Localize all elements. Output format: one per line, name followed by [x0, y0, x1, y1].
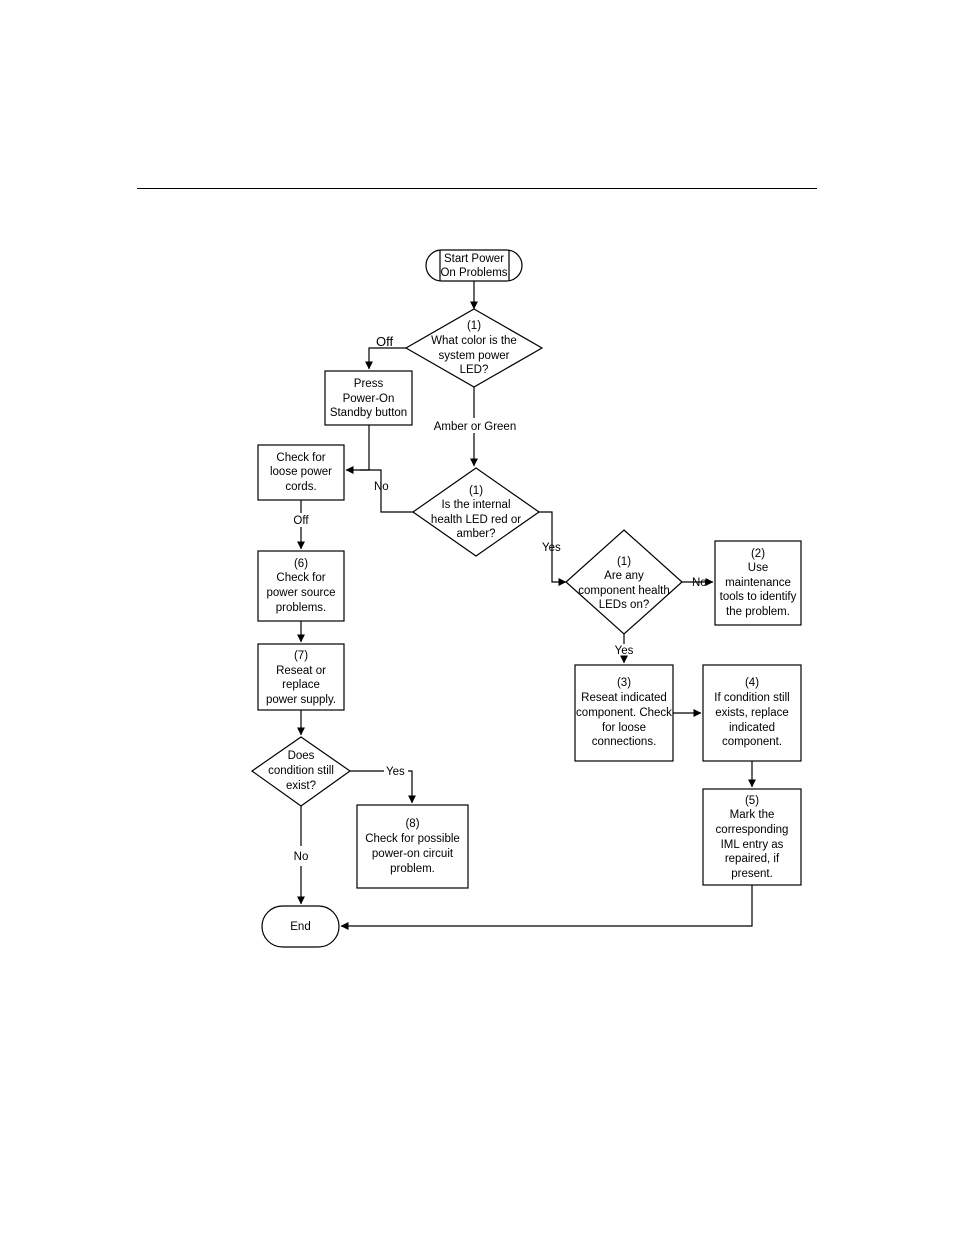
edge-q1-off	[365, 347, 406, 370]
mark-line-6: present.	[731, 868, 773, 880]
replace-line-2: If condition still	[714, 692, 789, 704]
q1-line-4: LED?	[460, 364, 489, 376]
q4-line-2: condition still	[268, 765, 334, 777]
process-reseat-component: (3) Reseat indicated component. Check fo…	[574, 664, 674, 762]
supply-line-3: replace	[282, 679, 320, 691]
cords-line-1: Check for	[276, 452, 325, 464]
process-reseat-power-supply: (7) Reseat or replace power supply.	[257, 643, 345, 711]
replace-line-1: (4)	[745, 677, 759, 689]
mark-line-4: IML entry as	[721, 839, 784, 851]
mark-line-5: repaired, if	[725, 853, 780, 865]
press-line-1: Press	[354, 378, 384, 390]
q3-line-3: component health	[578, 585, 669, 597]
edge-internal-no	[360, 469, 413, 513]
process-check-circuit: (8) Check for possible power-on circuit …	[356, 804, 469, 889]
header-rule	[137, 188, 817, 189]
q2-line-2: Is the internal	[441, 499, 510, 511]
source-line-4: problems.	[276, 602, 327, 614]
q1-line-1: (1)	[467, 320, 481, 332]
edge-internal-yes	[539, 511, 567, 586]
label-off-cords: Off	[293, 515, 309, 527]
maint-line-5: the problem.	[726, 606, 790, 618]
connectors	[297, 281, 756, 930]
supply-line-4: power supply.	[266, 694, 336, 706]
mark-line-3: corresponding	[716, 824, 789, 836]
source-line-3: power source	[266, 587, 335, 599]
supply-line-2: Reseat or	[276, 665, 326, 677]
process-press-power-button: Press Power-On Standby button	[324, 370, 413, 426]
start-terminal: Start Power On Problems	[425, 249, 523, 282]
label-no-condition: No	[294, 851, 309, 863]
label-off-top: Off	[376, 334, 393, 349]
cords-line-3: cords.	[285, 481, 316, 493]
supply-line-1: (7)	[294, 650, 308, 662]
reseat-line-4: for loose	[602, 722, 646, 734]
circuit-line-2: Check for possible	[365, 833, 460, 845]
replace-line-5: component.	[722, 736, 782, 748]
q3-line-1: (1)	[617, 556, 631, 568]
decision-led-color: (1) What color is the system power LED?	[404, 308, 544, 388]
maint-line-2: Use	[748, 562, 768, 574]
edge-condition-yes-2	[408, 770, 416, 804]
label-yes-condition: Yes	[386, 766, 405, 778]
cords-line-2: loose power	[270, 466, 332, 478]
process-check-cords: Check for loose power cords.	[257, 444, 345, 501]
q4-line-3: exist?	[286, 780, 316, 792]
q3-line-2: Are any	[604, 570, 644, 582]
q2-line-1: (1)	[469, 485, 483, 497]
q1-line-3: system power	[439, 350, 510, 362]
process-check-power-source: (6) Check for power source problems.	[257, 550, 345, 622]
q2-line-4: amber?	[457, 528, 496, 540]
label-no-internal: No	[374, 481, 389, 493]
press-line-2: Power-On	[343, 393, 395, 405]
q1-line-2: What color is the	[431, 335, 517, 347]
start-line-2: On Problems	[440, 267, 507, 279]
maint-line-3: maintenance	[725, 577, 791, 589]
edge-mark-to-end	[340, 885, 753, 930]
source-line-2: Check for	[276, 572, 325, 584]
decision-internal-health-led: (1) Is the internal health LED red or am…	[411, 467, 541, 557]
process-mark-iml-entry: (5) Mark the corresponding IML entry as …	[702, 788, 802, 886]
start-line-1: Start Power	[444, 253, 504, 265]
q2-line-3: health LED red or	[431, 514, 521, 526]
end-terminal: End	[261, 905, 340, 948]
edge-press-to-cords	[345, 425, 370, 474]
mark-line-2: Mark the	[730, 809, 775, 821]
circuit-line-4: problem.	[390, 863, 435, 875]
maint-line-4: tools to identify	[720, 591, 797, 603]
press-line-3: Standby button	[330, 407, 407, 419]
source-line-1: (6)	[294, 558, 308, 570]
process-replace-component: (4) If condition still exists, replace i…	[702, 664, 802, 762]
reseat-line-3: component. Check	[576, 707, 672, 719]
decision-condition-exists: Does condition still exist?	[250, 736, 352, 807]
process-maintenance-tools: (2) Use maintenance tools to identify th…	[714, 540, 802, 626]
end-label: End	[290, 921, 310, 933]
reseat-line-5: connections.	[592, 736, 657, 748]
label-no-component: No	[692, 577, 707, 589]
circuit-line-3: power-on circuit	[372, 848, 454, 860]
circuit-line-1: (8)	[405, 818, 419, 830]
q4-line-1: Does	[288, 750, 315, 762]
reseat-line-2: Reseat indicated	[581, 692, 667, 704]
decision-component-health-leds: (1) Are any component health LEDs on?	[565, 529, 683, 635]
replace-line-4: indicated	[729, 722, 775, 734]
label-yes-internal: Yes	[542, 542, 561, 554]
replace-line-3: exists, replace	[715, 707, 789, 719]
q3-line-4: LEDs on?	[599, 599, 650, 611]
reseat-line-1: (3)	[617, 677, 631, 689]
label-amber-or-green: Amber or Green	[434, 421, 516, 433]
edge-labels: Off Amber or Green No Off Yes No Yes Yes…	[293, 334, 706, 863]
maint-line-1: (2)	[751, 548, 765, 560]
mark-line-1: (5)	[745, 795, 759, 807]
label-yes-component: Yes	[615, 645, 634, 657]
